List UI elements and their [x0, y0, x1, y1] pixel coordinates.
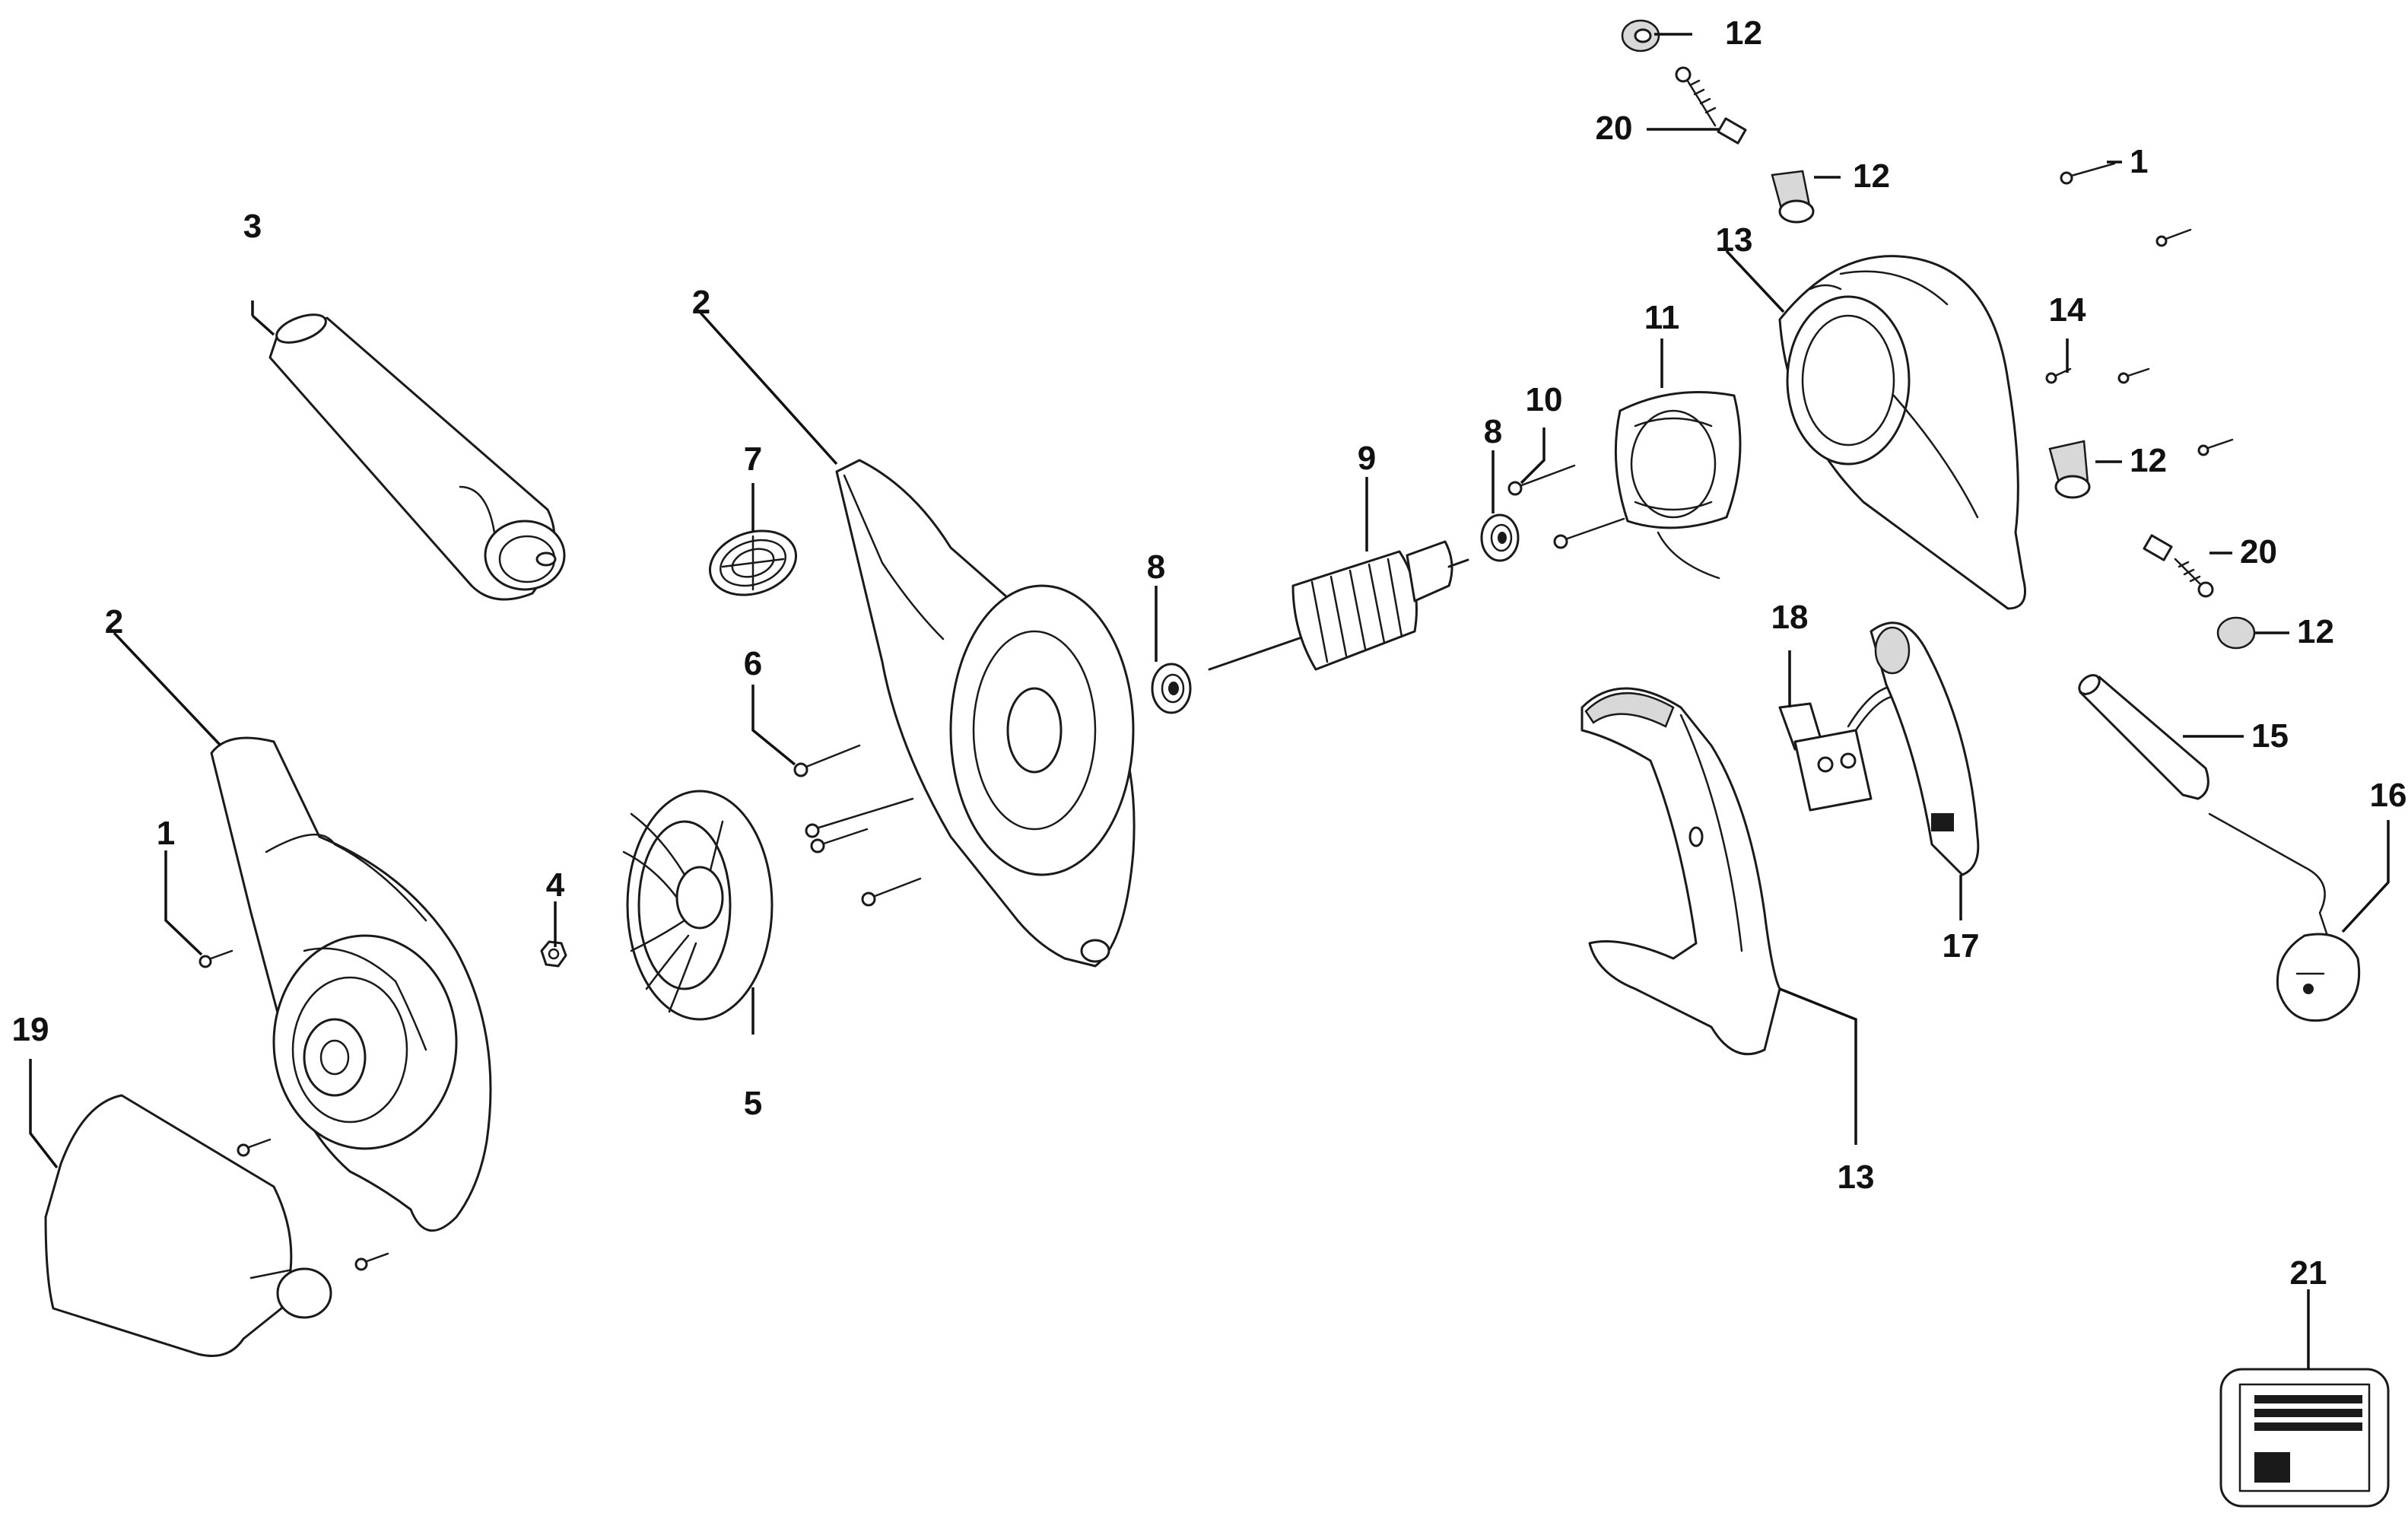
part-12-brush-holder-top	[1771, 170, 1815, 224]
loose-screws-left	[237, 1138, 389, 1271]
part-1-screw-left	[199, 949, 233, 968]
part-4-nut	[540, 940, 567, 968]
part-13-handle	[1580, 687, 1781, 1056]
part-16-power-cord	[2208, 812, 2361, 1022]
callout-10: 10	[1526, 381, 1563, 418]
part-19-dust-bag	[44, 1094, 332, 1357]
part-5-fan-impeller	[622, 790, 774, 1021]
callout-20-top: 20	[1596, 110, 1633, 147]
part-10-screws	[1507, 464, 1625, 549]
callout-14: 14	[2049, 291, 2086, 329]
leader-lines	[29, 33, 2390, 1369]
part-18-switch	[1778, 685, 1911, 812]
part-13-motor-housing	[1778, 255, 2026, 610]
callout-6: 6	[744, 645, 762, 682]
callout-12-top: 12	[1725, 14, 1762, 52]
callout-21: 21	[2290, 1254, 2327, 1292]
part-8-bearing-right	[1480, 513, 1520, 562]
part-9-armature	[1208, 540, 1469, 671]
callout-13-bottom: 13	[1838, 1159, 1875, 1196]
callout-5: 5	[744, 1085, 762, 1122]
callout-11: 11	[1644, 299, 1680, 336]
callout-labels: 3 2 2 1 19 4 5 6 7 8 9 8 10 11 12 20 12 …	[12, 14, 2407, 1292]
callout-13-top: 13	[1716, 221, 1753, 259]
part-7-grille	[708, 529, 798, 596]
part-12-brush-holder-right	[2048, 440, 2091, 499]
part-8-bearing-left	[1151, 663, 1192, 714]
callout-12-third: 12	[2130, 442, 2167, 479]
part-1-screw-top	[2060, 162, 2116, 185]
callout-1-top: 1	[2130, 143, 2148, 180]
callout-17: 17	[1943, 927, 1980, 965]
callout-15: 15	[2251, 717, 2289, 755]
part-2-housing-half	[835, 459, 1136, 968]
part-15-cord-protector	[2078, 674, 2209, 800]
callout-3: 3	[243, 208, 262, 245]
callout-2-left: 2	[105, 603, 123, 640]
callout-8-left: 8	[1147, 548, 1165, 586]
part-11-stator	[1614, 391, 1742, 580]
callout-7: 7	[744, 440, 762, 478]
callout-2-center: 2	[692, 284, 710, 321]
part-20-brush-top	[1675, 66, 1747, 145]
part-12-cap-top	[1621, 19, 1660, 52]
part-17-handle-cover	[1870, 621, 1980, 876]
callout-8-right: 8	[1484, 413, 1502, 450]
callout-19: 19	[12, 1011, 49, 1048]
part-12-cap-bottom	[2216, 616, 2256, 650]
part-21-label-plate	[2219, 1368, 2390, 1508]
part-2-blower-housing-left	[210, 736, 492, 1232]
callout-12-second: 12	[1853, 157, 1890, 195]
loose-screws-right	[2117, 228, 2234, 456]
callout-12-bottom: 12	[2297, 613, 2334, 650]
callout-9: 9	[1358, 440, 1376, 477]
callout-20-right: 20	[2240, 533, 2277, 571]
callout-1-left: 1	[157, 815, 175, 852]
part-6-screws	[793, 744, 922, 907]
part-20-brush-right	[2143, 534, 2214, 598]
callout-18: 18	[1771, 599, 1809, 636]
callout-4: 4	[546, 866, 565, 904]
callout-16: 16	[2370, 777, 2407, 814]
part-3-nozzle-tube	[268, 313, 566, 601]
